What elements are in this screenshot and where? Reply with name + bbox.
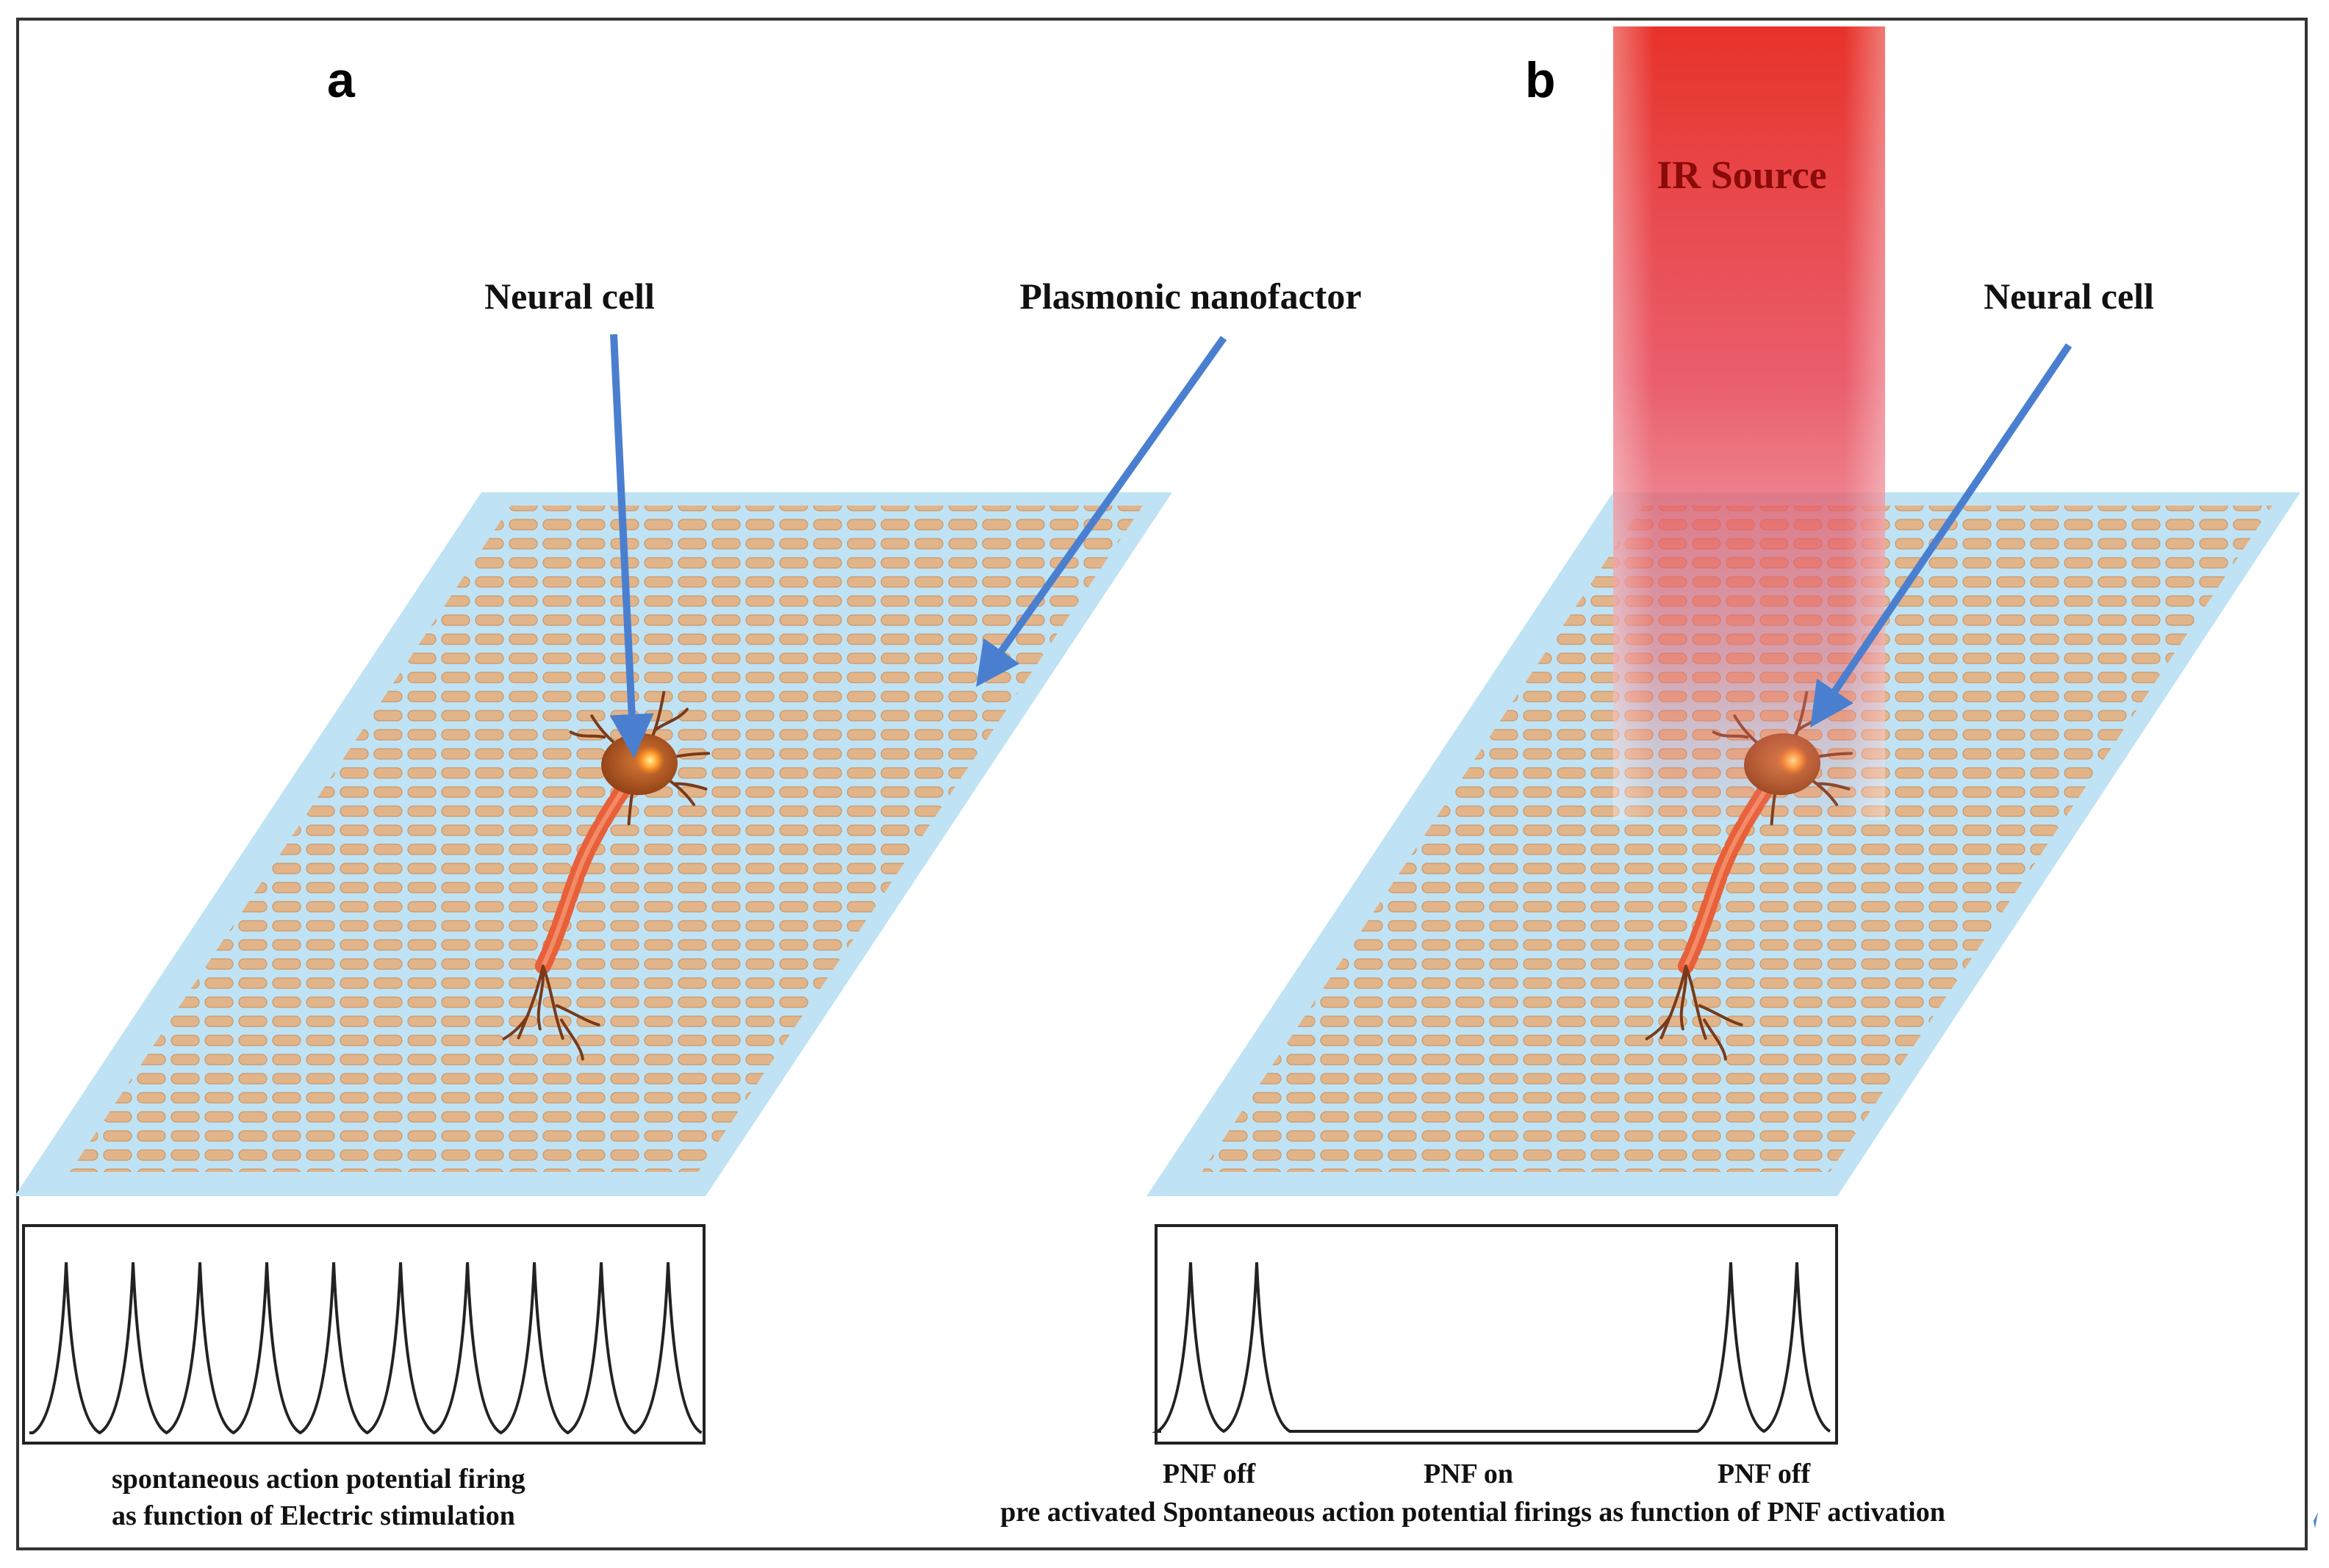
panel-b-ir-beam [1613,26,1885,820]
panel-b-neural-cell-arrow [1810,343,2073,727]
panel-a-caption-line1: spontaneous action potential firing [112,1464,525,1495]
panel-a: a Neural cell Plasmonic nanofactor spont… [15,52,1362,1531]
panel-a-spike-trace [29,1262,703,1435]
panel-b-state-right: PNF off [1718,1459,1812,1489]
panel-b-spike-trace [1152,1262,1831,1434]
panel-a-caption-line2: as function of Electric stimulation [112,1500,515,1531]
panel-b-trace-box [1155,1224,1838,1445]
panel-a-neural-cell-label: Neural cell [484,276,655,317]
edge-mark [2314,1512,2318,1528]
panel-b-letter: b [1525,52,1556,108]
panel-b: b IR Source Neural cell PNF off PNF on P… [1000,26,2300,1528]
panel-a-trace-box [22,1224,706,1445]
panel-b-state-left: PNF off [1163,1459,1257,1489]
figure-frame [16,18,2308,1550]
panel-b-state-middle: PNF on [1424,1459,1513,1489]
panel-a-nanofactor-label: Plasmonic nanofactor [1019,276,1361,317]
panel-b-neural-cell-label: Neural cell [1984,276,2154,317]
panel-b-ir-source-label: IR Source [1657,153,1827,197]
panel-a-neural-cell-arrow [609,334,654,758]
panel-a-letter: a [327,52,356,108]
panel-b-caption: pre activated Spontaneous action potenti… [1000,1497,1945,1528]
panel-a-nanofactor-arrow [976,336,1227,687]
